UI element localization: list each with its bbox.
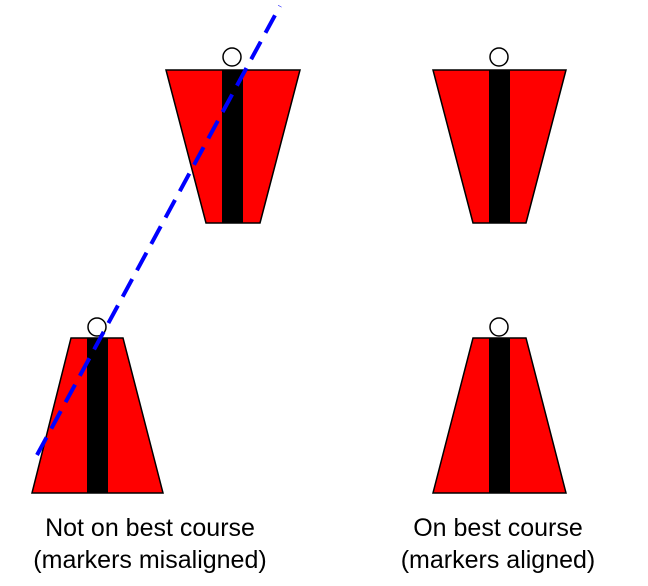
right-caption: On best course (markers aligned) bbox=[348, 512, 648, 576]
left-front-marker-top-circle bbox=[87, 317, 107, 337]
left-rear-marker-top-circle bbox=[222, 47, 242, 67]
left-front-marker-stripe bbox=[87, 338, 108, 493]
right-rear-marker-top-circle bbox=[489, 47, 509, 67]
left-rear-marker bbox=[165, 47, 301, 224]
left-caption-line2: (markers misaligned) bbox=[33, 546, 267, 574]
right-caption-line2: (markers aligned) bbox=[400, 546, 596, 574]
right-caption-line1: On best course bbox=[413, 514, 583, 542]
right-front-marker bbox=[432, 317, 567, 494]
sight-line bbox=[35, 5, 282, 456]
right-front-marker-top-circle bbox=[489, 317, 509, 337]
left-caption-line1: Not on best course bbox=[45, 514, 255, 542]
left-rear-marker-stripe bbox=[222, 70, 243, 223]
right-front-marker-stripe bbox=[489, 338, 510, 493]
left-caption: Not on best course (markers misaligned) bbox=[0, 512, 300, 576]
right-rear-marker-stripe bbox=[489, 70, 510, 223]
right-rear-marker bbox=[432, 47, 567, 224]
